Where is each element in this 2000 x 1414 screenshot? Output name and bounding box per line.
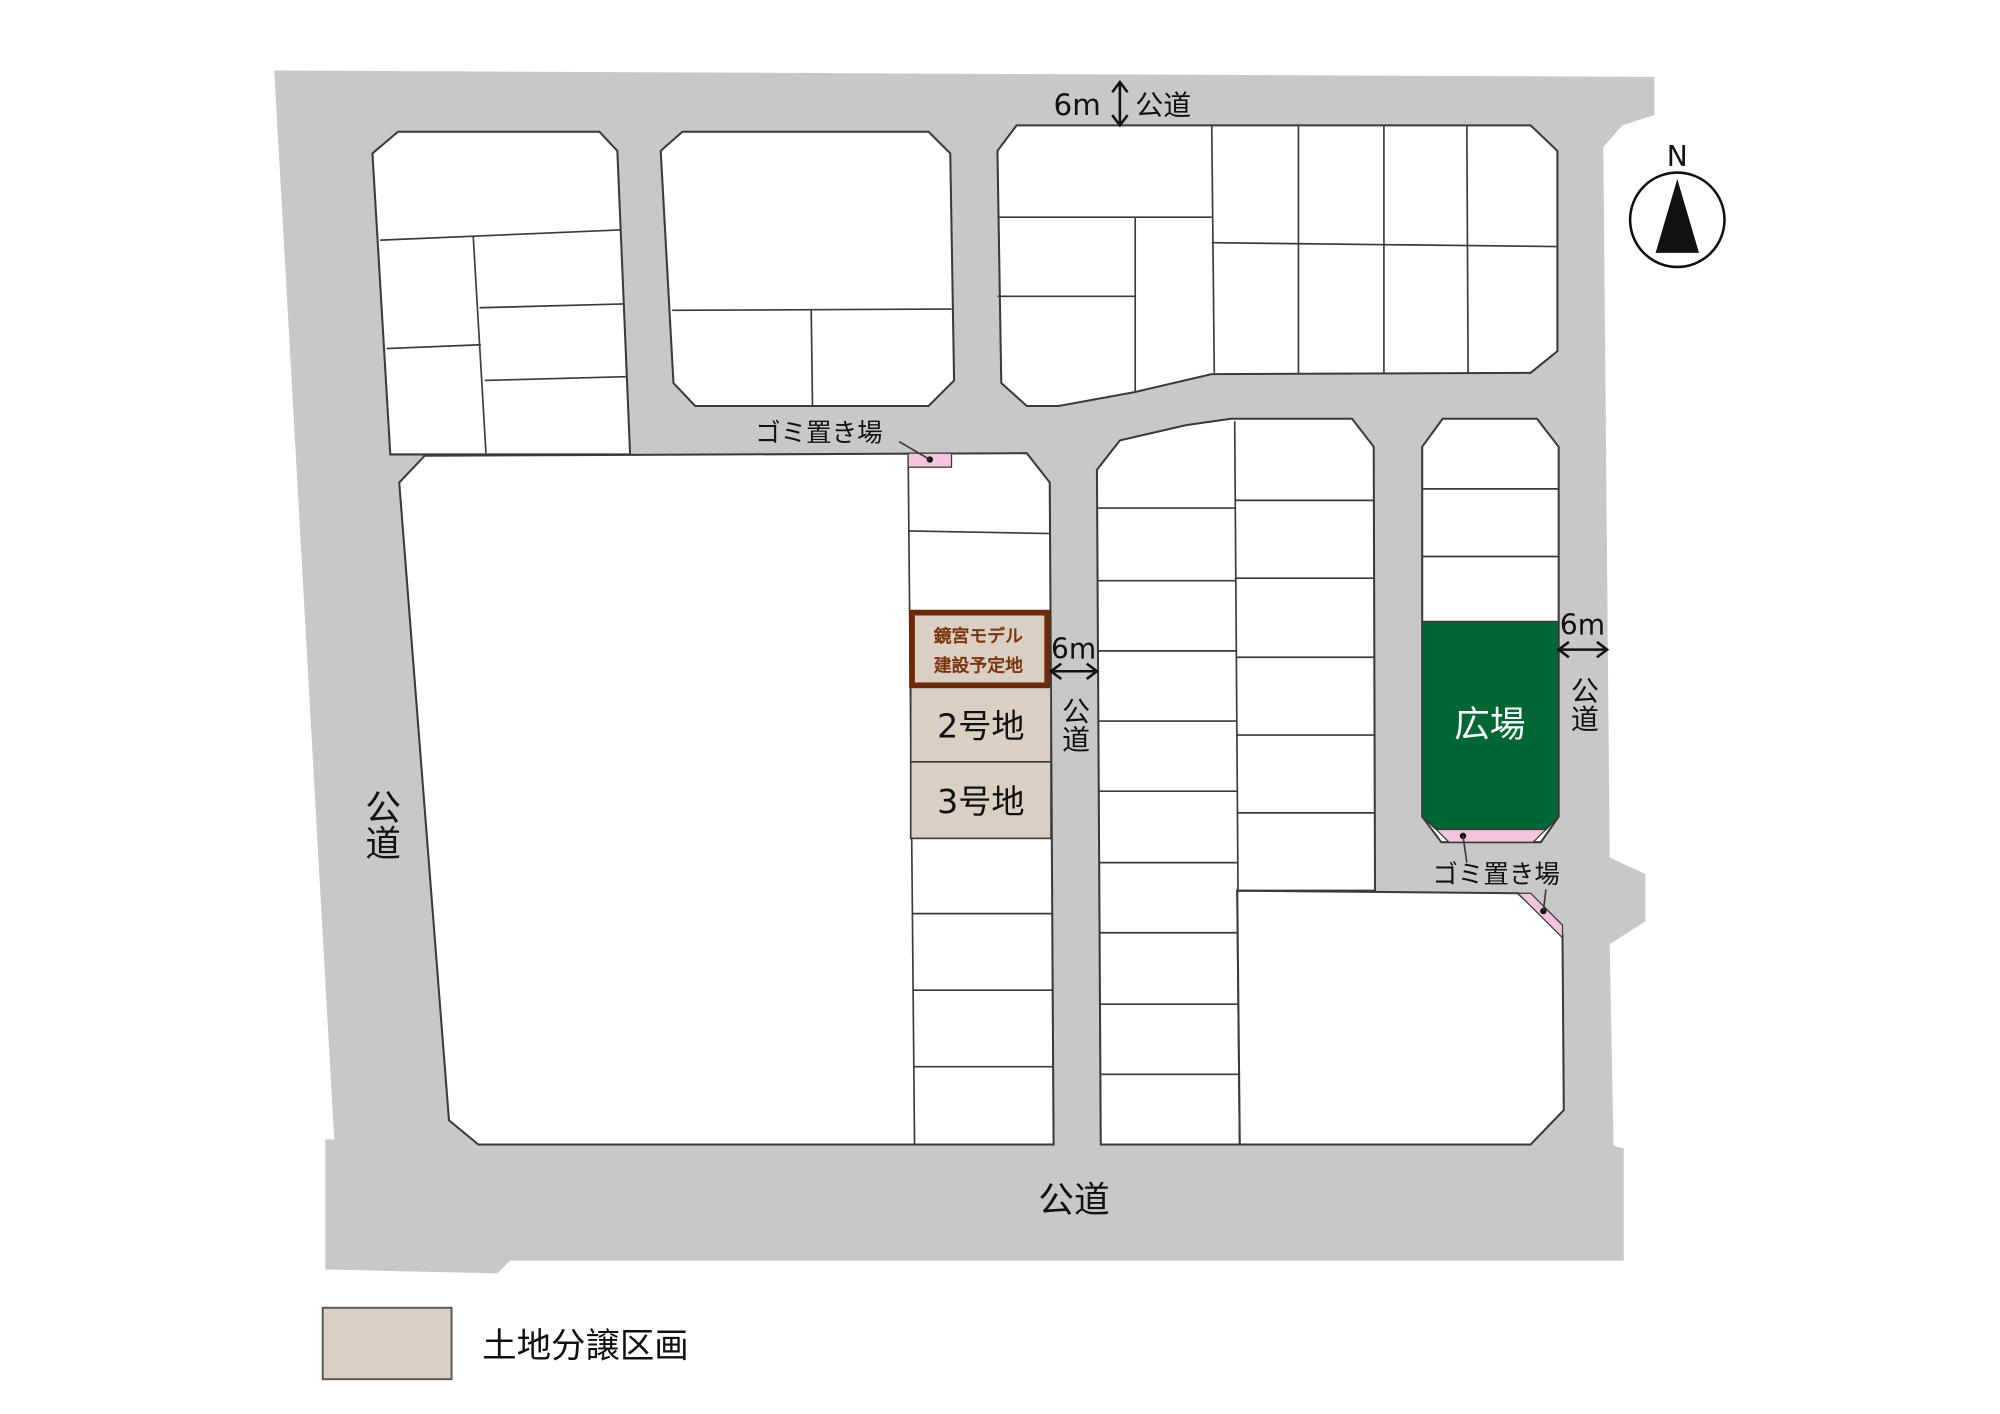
right-road-width: 6m	[1560, 608, 1605, 641]
model-lot-label-1: 鏡宮モデル	[934, 625, 1023, 647]
plaza-label: 広場	[1454, 704, 1525, 745]
block-north-center	[659, 130, 956, 408]
lot-2-label: 2号地	[937, 707, 1024, 746]
garbage-label-north: ゴミ置き場	[755, 419, 883, 449]
lot-3[interactable]	[909, 761, 1052, 840]
compass-label: N	[1667, 140, 1688, 173]
top-road-label: 公道	[1135, 89, 1191, 122]
bottom-road-label: 公道	[1038, 1180, 1109, 1221]
width-arrow-right	[1556, 640, 1610, 659]
center-road-label: 公道	[1057, 697, 1090, 753]
model-lot-label-2: 建設予定地	[934, 654, 1023, 676]
width-arrow-center	[1048, 662, 1100, 680]
block-east	[1421, 417, 1560, 844]
lot-3-label: 3号地	[937, 782, 1024, 821]
north-compass-icon: N	[1628, 140, 1726, 269]
legend: 土地分譲区画	[321, 1306, 689, 1381]
top-road-width: 6m	[1054, 88, 1101, 122]
center-road-width: 6m	[1051, 633, 1096, 666]
width-arrow-top	[1111, 79, 1129, 128]
lot-2[interactable]	[909, 684, 1052, 763]
garbage-label-east: ゴミ置き場	[1432, 860, 1560, 890]
legend-swatch	[321, 1306, 453, 1381]
block-northeast	[996, 124, 1559, 408]
left-road-label: 公道	[360, 789, 401, 860]
garbage-area-east	[1516, 892, 1564, 940]
model-house-lot[interactable]	[909, 609, 1051, 689]
legend-label: 土地分譲区画	[482, 1327, 689, 1367]
block-southwest	[398, 452, 1055, 1146]
right-road-label: 公道	[1566, 676, 1599, 732]
block-southeast	[1236, 889, 1565, 1146]
block-northwest	[371, 130, 632, 456]
